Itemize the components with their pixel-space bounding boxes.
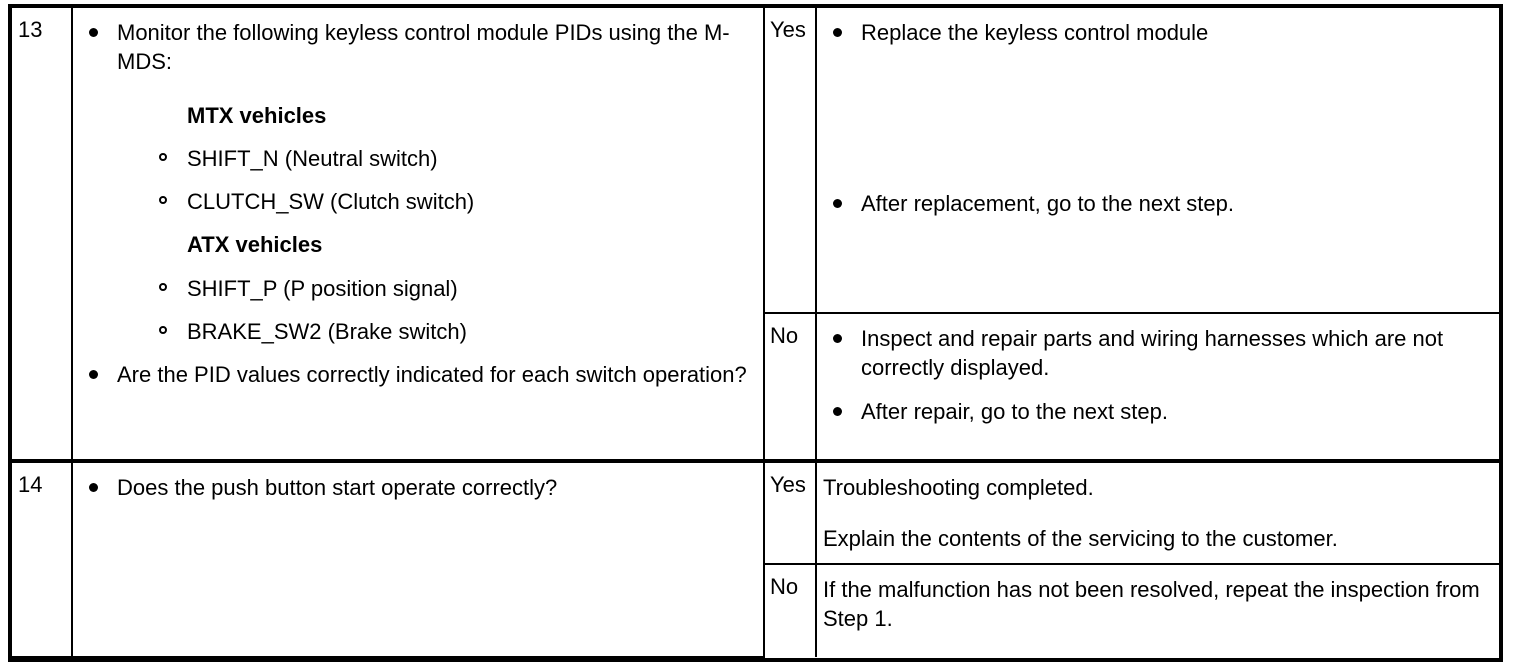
result-text: After repair, go to the next step. [861, 398, 1168, 424]
action-question-bullet: Does the push button start operate corre… [81, 473, 755, 502]
answer-label: No [770, 323, 799, 348]
result-text: Inspect and repair parts and wiring harn… [861, 326, 1444, 381]
pid-item-shift-n: SHIFT_N (Neutral switch) [159, 144, 755, 173]
action-cell-14: Does the push button start operate corre… [71, 458, 765, 659]
action-question-bullet: Are the PID values correctly indicated f… [81, 360, 755, 389]
step-number-cell-13: 13 [12, 8, 73, 462]
answer-label: No [770, 573, 799, 599]
pid-item-label: BRAKE_SW2 (Brake switch) [187, 318, 467, 344]
result-bullet: Inspect and repair parts and wiring harn… [825, 324, 1495, 383]
result-text: If the malfunction has not been resolved… [823, 576, 1480, 631]
action-cell-13: Monitor the following keyless control mo… [71, 8, 765, 462]
answer-cell-13-no: No [764, 312, 817, 462]
result-bullet: Replace the keyless control module [825, 18, 1495, 47]
bullet-dot-icon [833, 28, 842, 37]
answer-cell-14-no: No [764, 562, 817, 657]
bullet-dot-icon [89, 370, 98, 379]
result-text: Troubleshooting completed. [823, 474, 1094, 500]
pid-item-shift-p: SHIFT_P (P position signal) [159, 274, 755, 303]
result-text: After replacement, go to the next step. [861, 191, 1234, 217]
table-row: No If the malfunction has not been resol… [12, 562, 1503, 657]
bullet-dot-icon [89, 28, 98, 37]
result-cell-13-yes: Replace the keyless control module After… [815, 8, 1503, 314]
bullet-dot-icon [89, 482, 98, 492]
bullet-dot-icon [833, 334, 842, 343]
answer-label: Yes [770, 17, 806, 42]
answer-cell-13-yes: Yes [763, 8, 817, 314]
table-row: No Inspect and repair parts and wiring h… [12, 312, 1503, 462]
action-intro-bullet: Monitor the following keyless control mo… [81, 18, 755, 77]
action-question-text: Are the PID values correctly indicated f… [117, 362, 747, 387]
action-question-text: Does the push button start operate corre… [117, 474, 558, 500]
result-cell-14-no: If the malfunction has not been resolved… [815, 562, 1503, 657]
step-number: 13 [18, 17, 43, 42]
action-intro-text: Monitor the following keyless control mo… [117, 20, 730, 75]
result-bullet: After replacement, go to the next step. [825, 189, 1495, 218]
pid-item-label: CLUTCH_SW (Clutch switch) [187, 189, 475, 214]
pid-item-label: SHIFT_P (P position signal) [187, 275, 458, 301]
pid-item-label: SHIFT_N (Neutral switch) [187, 145, 438, 171]
bullet-dot-icon [833, 199, 842, 209]
result-bullet: After repair, go to the next step. [825, 397, 1495, 426]
hollow-bullet-icon [159, 325, 167, 334]
pid-item-clutch-sw: CLUTCH_SW (Clutch switch) [159, 187, 755, 216]
step-number-cell-14: 14 [12, 458, 73, 659]
result-text: Explain the contents of the servicing to… [823, 525, 1338, 551]
bullet-dot-icon [833, 406, 842, 416]
group-heading-atx: ATX vehicles [187, 232, 323, 258]
answer-cell-14-yes: Yes [763, 458, 817, 565]
spacer [825, 61, 1495, 189]
result-cell-13-no: Inspect and repair parts and wiring harn… [815, 312, 1503, 462]
table-row: 13 Monitor the following keyless control… [12, 8, 1503, 462]
pid-item-brake-sw2: BRAKE_SW2 (Brake switch) [159, 317, 755, 346]
group-heading-mtx: MTX vehicles [187, 102, 327, 128]
table-row: 14 Does the push button start operate co… [12, 458, 1503, 659]
answer-label: Yes [770, 471, 806, 497]
hollow-bullet-icon [159, 152, 167, 161]
troubleshooting-table: 13 Monitor the following keyless control… [8, 4, 1503, 662]
spacer [81, 91, 755, 101]
hollow-bullet-icon [159, 196, 167, 204]
result-cell-14-yes: Troubleshooting completed. Explain the c… [815, 458, 1503, 565]
hollow-bullet-icon [159, 282, 167, 291]
result-text: Replace the keyless control module [861, 20, 1209, 45]
step-number: 14 [18, 471, 43, 497]
